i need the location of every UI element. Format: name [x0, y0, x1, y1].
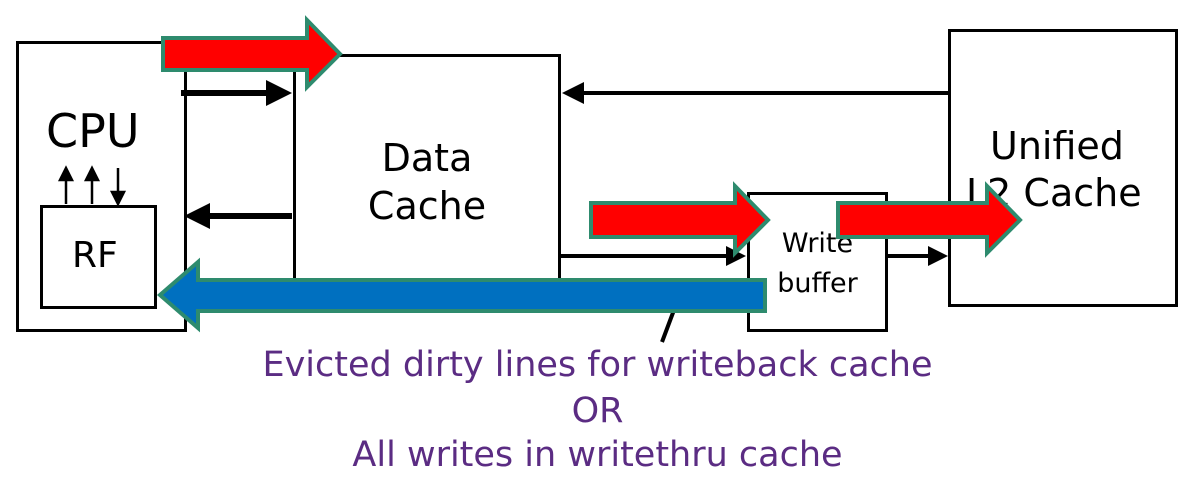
cpu-to-data-cache-arrow — [181, 80, 292, 106]
caption-line2: OR — [571, 391, 624, 431]
data-cache-box — [293, 54, 561, 292]
l2-to-data-cache-arrow — [562, 82, 948, 104]
write-arrow-cache-to-buffer — [589, 181, 771, 258]
write-buffer-label-line2: buffer — [777, 268, 858, 299]
data-cache-to-cpu-arrow — [184, 203, 292, 229]
l2-cache-label-line1: Unified — [990, 124, 1124, 168]
l2-cache-box — [948, 29, 1178, 307]
callout-line — [660, 309, 676, 343]
return-arrow-to-cpu — [156, 257, 767, 333]
data-cache-to-write-buffer-arrow — [561, 246, 746, 266]
write-buffer-to-l2-arrow — [888, 246, 948, 266]
caption-line1: Evicted dirty lines for writeback cache — [262, 345, 933, 385]
caption-line3: All writes in writethru cache — [352, 435, 843, 475]
data-cache-label-line2: Cache — [367, 184, 487, 228]
rf-port-arrows — [57, 165, 127, 207]
write-arrow-cpu-to-cache — [161, 15, 343, 92]
data-cache-label-line1: Data — [381, 136, 473, 180]
write-arrow-buffer-to-l2 — [836, 181, 1023, 258]
rf-label: RF — [72, 235, 118, 276]
cpu-label: CPU — [46, 104, 140, 158]
rf-box — [40, 205, 157, 309]
